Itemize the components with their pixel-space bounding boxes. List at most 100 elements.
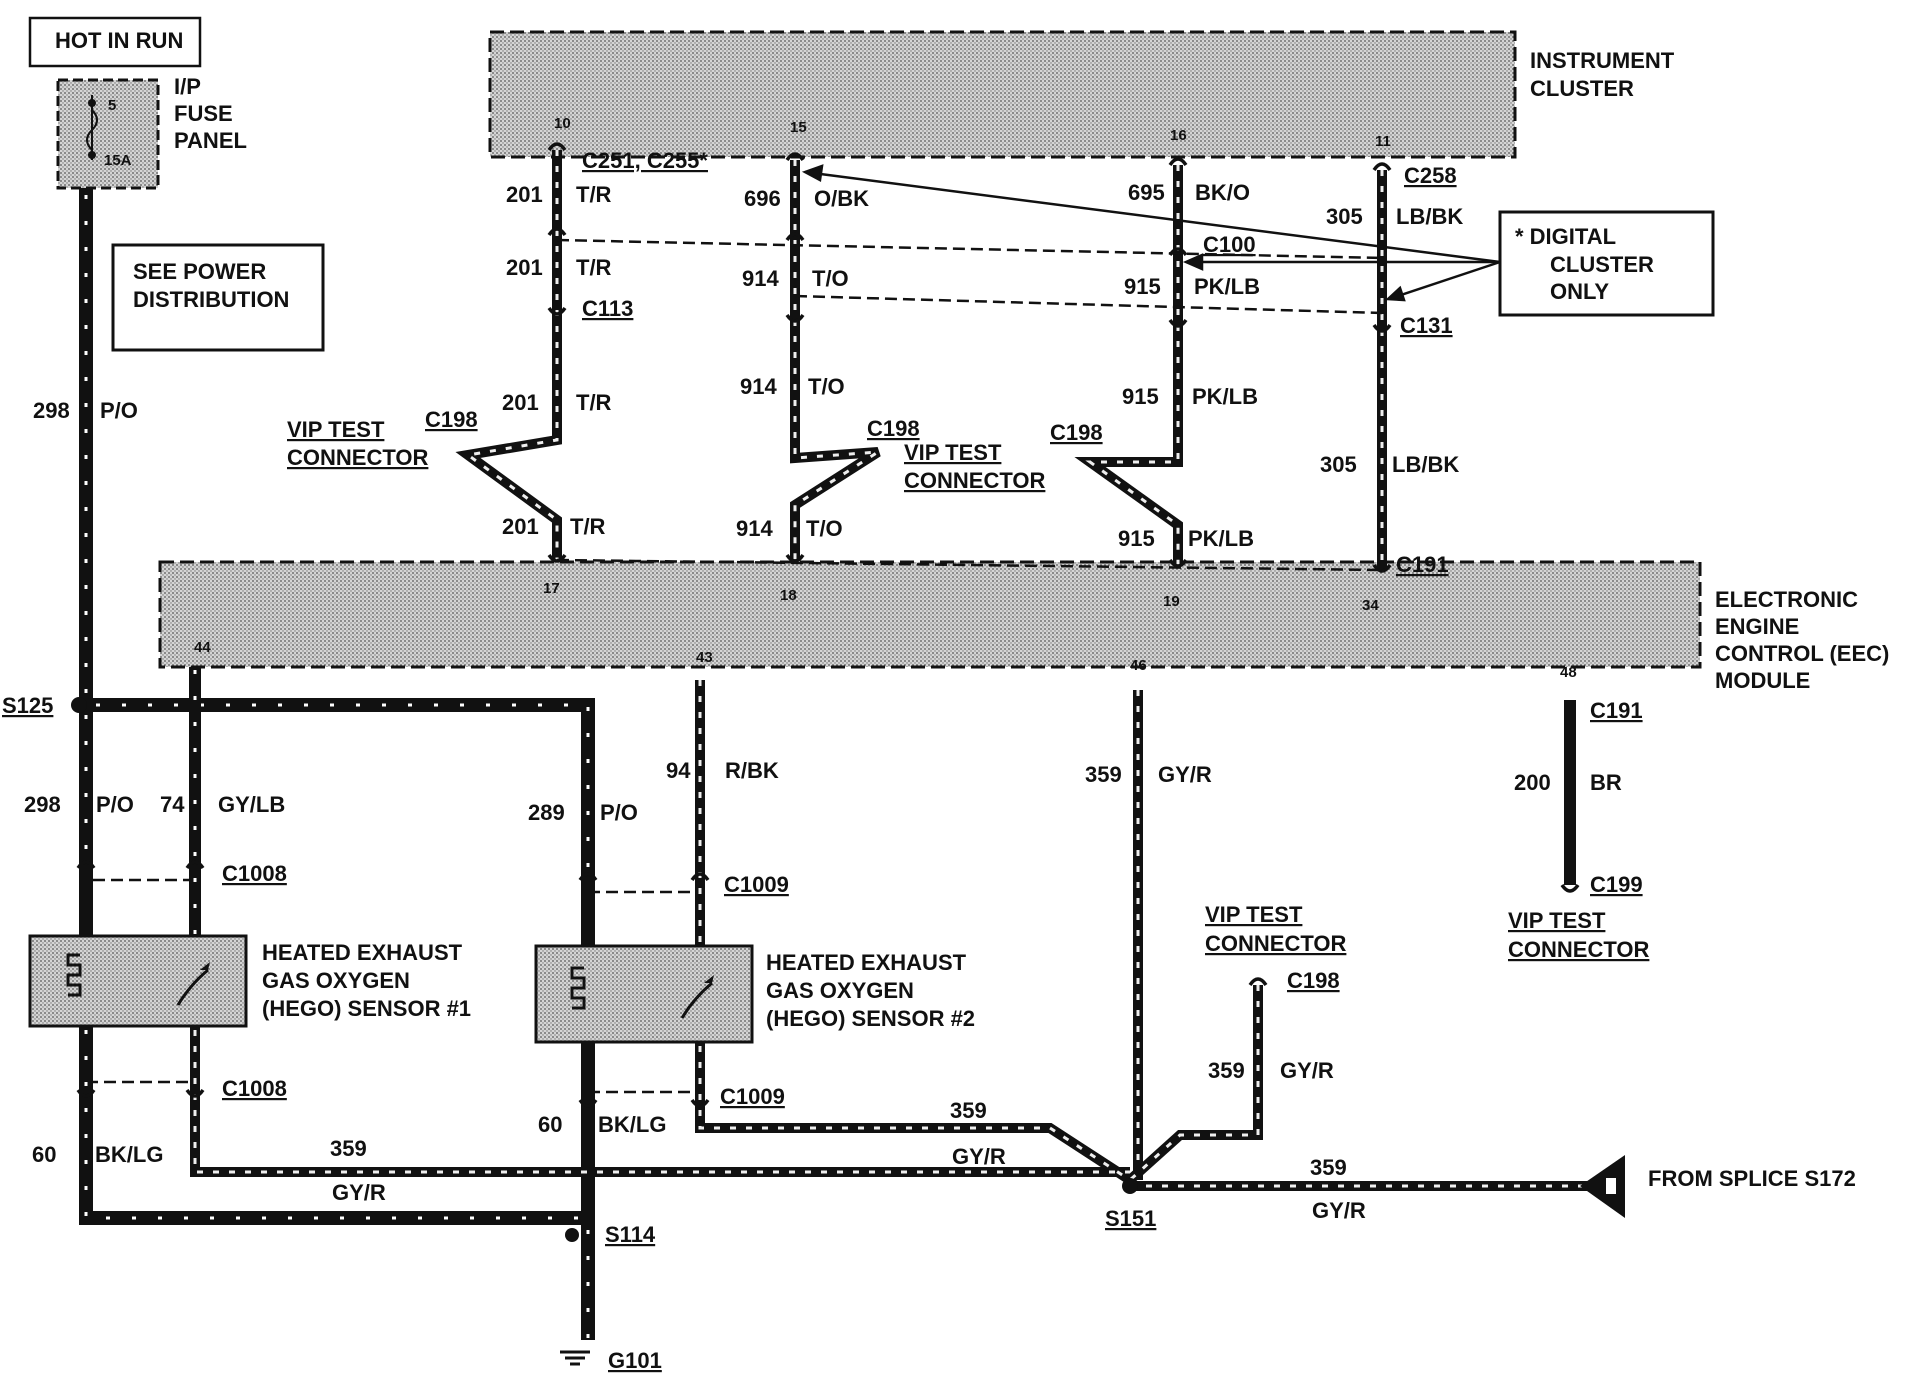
wire-br-color: BR: [1590, 770, 1622, 795]
fuse-rating: 15A: [104, 152, 132, 169]
wire-gyr-color-2: GY/R: [1280, 1058, 1334, 1083]
wire-359-num-5: 359: [1310, 1155, 1347, 1180]
wire-po-color-2: P/O: [96, 792, 134, 817]
see-power-line1: SEE POWER: [133, 259, 266, 284]
c1009-top-label: C1009: [724, 872, 789, 897]
wire-359-num-1: 359: [1085, 762, 1122, 787]
wire-201-num-4: 201: [502, 514, 539, 539]
wire-to-color-2: T/O: [808, 374, 845, 399]
see-power-box: SEE POWER DISTRIBUTION: [111, 243, 325, 352]
vip-test-4-line2: CONNECTOR: [1508, 937, 1649, 962]
from-splice-label: FROM SPLICE S172: [1648, 1166, 1856, 1191]
c191-top-label: C191: [1396, 552, 1449, 577]
eec-label3: CONTROL (EEC): [1715, 641, 1889, 666]
hego-sensor-2: HEATED EXHAUST GAS OXYGEN (HEGO) SENSOR …: [534, 944, 975, 1044]
hego-sensor-1: HEATED EXHAUST GAS OXYGEN (HEGO) SENSOR …: [28, 934, 471, 1028]
cluster-pin-16: 16: [1170, 127, 1187, 144]
ground-g101-icon: [560, 1350, 590, 1366]
cluster-pin-11: 11: [1375, 133, 1391, 150]
eec-label4: MODULE: [1715, 668, 1810, 693]
digital-cluster-note-line2: CLUSTER: [1550, 252, 1654, 277]
wire-359-num-2: 359: [1208, 1058, 1245, 1083]
wire-gyr-color-1: GY/R: [1158, 762, 1212, 787]
wire-60-num-2: 60: [538, 1112, 562, 1137]
c131-label: C131: [1400, 313, 1453, 338]
from-splice-arrow-icon: [1580, 1155, 1625, 1218]
wire-359-num-4: 359: [950, 1098, 987, 1123]
c198-label-2: C198: [867, 416, 920, 441]
wire-695-num: 695: [1128, 180, 1165, 205]
wire-359-gyr-return: [190, 985, 1600, 1191]
wire-gyr-color-4: GY/R: [952, 1144, 1006, 1169]
vip-test-3-line1: VIP TEST: [1205, 902, 1303, 927]
wire-pklb-color-1: PK/LB: [1194, 274, 1260, 299]
wire-60-bklg-ground: [79, 1026, 595, 1340]
fuse-panel-label3: PANEL: [174, 128, 247, 153]
connector-dash-lines: [86, 238, 1383, 1094]
hot-in-run-box: HOT IN RUN: [28, 16, 202, 68]
wire-914-num-3: 914: [736, 516, 773, 541]
wire-60-num-1: 60: [32, 1142, 56, 1167]
wire-201-num-3: 201: [502, 390, 539, 415]
c198-label-4: C198: [1287, 968, 1340, 993]
wire-gyr-color-3: GY/R: [332, 1180, 386, 1205]
c1009-bottom-label: C1009: [720, 1084, 785, 1109]
wire-po-color-3: P/O: [600, 800, 638, 825]
instrument-cluster: INSTRUMENT CLUSTER 10 15 16 11: [488, 30, 1675, 159]
wire-305-num-2: 305: [1320, 452, 1357, 477]
fuse-panel: 5 15A I/P FUSE PANEL: [56, 74, 247, 190]
hego1-line2: GAS OXYGEN: [262, 968, 410, 993]
eec-pin-46: 46: [1130, 657, 1147, 674]
eec-pin-19: 19: [1163, 593, 1180, 610]
wire-914-num-2: 914: [740, 374, 777, 399]
wire-914-num-1: 914: [742, 266, 779, 291]
wire-tr-color-4: T/R: [570, 514, 606, 539]
wire-200-num: 200: [1514, 770, 1551, 795]
wire-bklg-color-1: BK/LG: [95, 1142, 163, 1167]
eec-label1: ELECTRONIC: [1715, 587, 1858, 612]
wire-po-color-1: P/O: [100, 398, 138, 423]
hego-heater-power: [79, 860, 705, 946]
wire-201-num-1: 201: [506, 182, 543, 207]
c198-label-3: C198: [1050, 420, 1103, 445]
wire-298-power: [79, 188, 595, 868]
instrument-cluster-label1: INSTRUMENT: [1530, 48, 1675, 73]
wire-914-to: [790, 160, 881, 560]
wire-to-color-3: T/O: [806, 516, 843, 541]
vip-test-3-line2: CONNECTOR: [1205, 931, 1346, 956]
see-power-line2: DISTRIBUTION: [133, 287, 289, 312]
digital-cluster-note-box: * DIGITAL CLUSTER ONLY: [1498, 210, 1715, 317]
cluster-pin-15: 15: [790, 119, 807, 136]
c258-label: C258: [1404, 163, 1457, 188]
hego1-line3: (HEGO) SENSOR #1: [262, 996, 471, 1021]
wire-bklg-color-2: BK/LG: [598, 1112, 666, 1137]
wire-696-num: 696: [744, 186, 781, 211]
c199-label: C199: [1590, 872, 1643, 897]
wire-201-tr: [455, 150, 562, 560]
s114-label: S114: [605, 1222, 656, 1247]
vip-test-1-line2: CONNECTOR: [287, 445, 428, 470]
c191-bottom-label: C191: [1590, 698, 1643, 723]
s151-label: S151: [1105, 1206, 1156, 1231]
wire-rbk-color: R/BK: [725, 758, 779, 783]
c1008-top-label: C1008: [222, 861, 287, 886]
fuse-number: 5: [108, 97, 116, 114]
eec-pin-43: 43: [696, 649, 713, 666]
wire-74-num: 74: [160, 792, 185, 817]
wire-lbbk-color-2: LB/BK: [1392, 452, 1459, 477]
splice-s151-dot: [1122, 1178, 1138, 1194]
hego2-line3: (HEGO) SENSOR #2: [766, 1006, 975, 1031]
connector-marks: [76, 142, 1580, 1108]
s125-label: S125: [2, 693, 53, 718]
wire-201-num-2: 201: [506, 255, 543, 280]
wire-pklb-color-2: PK/LB: [1192, 384, 1258, 409]
wire-915-pklb: [1074, 165, 1183, 566]
eec-pin-48: 48: [1560, 664, 1577, 681]
c198-label-1: C198: [425, 407, 478, 432]
digital-cluster-arrows: [801, 164, 1501, 302]
c1008-bottom-label: C1008: [222, 1076, 287, 1101]
eec-pin-34: 34: [1362, 597, 1379, 614]
eec-pin-18: 18: [780, 587, 797, 604]
